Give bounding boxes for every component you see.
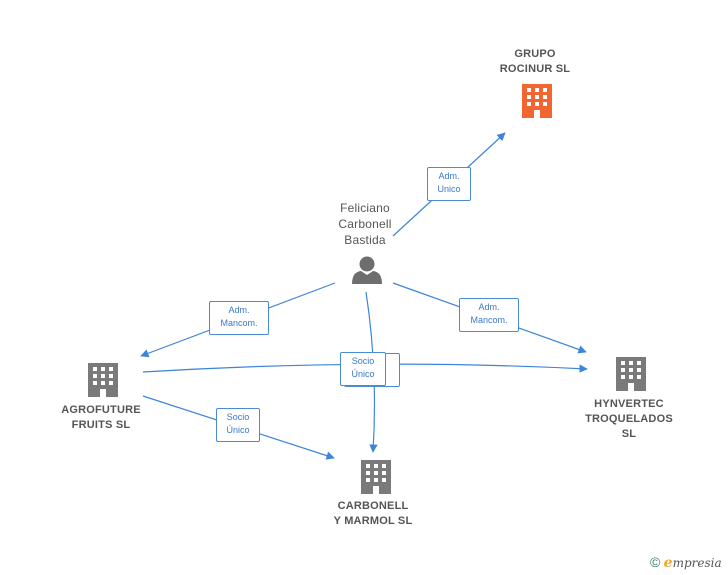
node-hynvertec[interactable]: HYNVERTEC TROQUELADOS SL xyxy=(574,397,684,442)
node-label-line: CARBONELL xyxy=(337,500,409,512)
node-label-line: Carbonell xyxy=(338,217,392,231)
node-carbonell-marmol[interactable]: CARBONELL Y MARMOL SL xyxy=(318,499,428,529)
edge-label-adm-unico[interactable]: Adm. Unico xyxy=(427,167,471,201)
node-label-line: SL xyxy=(621,428,637,440)
edge-label-line: Adm. xyxy=(228,305,250,315)
footer-brand: © empresia xyxy=(650,554,722,571)
edge-label-socio-unico-front[interactable]: Socio Único xyxy=(340,352,386,386)
edge-label-socio-unico-lower[interactable]: Socio Único xyxy=(216,408,260,442)
node-grupo-rocinur[interactable]: GRUPO ROCINUR SL xyxy=(478,47,592,77)
node-agrofuture[interactable]: AGROFUTURE FRUITS SL xyxy=(48,403,154,433)
edge-label-line: Unico xyxy=(437,184,461,194)
edge-label-adm-mancom-right[interactable]: Adm. Mancom. xyxy=(459,298,519,332)
copyright-icon: © xyxy=(650,554,661,570)
agrofuture-building-icon[interactable] xyxy=(88,363,118,397)
node-label-line: Bastida xyxy=(344,233,386,247)
edge-label-line: Adm. xyxy=(478,302,500,312)
carbonell-marmol-building-icon[interactable] xyxy=(361,460,391,494)
node-label-line: Feliciano xyxy=(340,201,390,215)
brand-logo-text: mpresia xyxy=(672,556,722,570)
edge-label-line: Socio xyxy=(351,356,375,366)
node-label-line: AGROFUTURE xyxy=(61,404,141,416)
edge-label-line: Mancom. xyxy=(470,315,508,325)
edge-label-line: Único xyxy=(351,369,375,379)
edge-label-line: Adm. xyxy=(438,171,460,181)
hynvertec-building-icon[interactable] xyxy=(616,357,646,391)
node-label-line: GRUPO xyxy=(514,48,556,60)
grupo-rocinur-building-icon[interactable] xyxy=(522,84,552,118)
node-label-line: HYNVERTEC xyxy=(594,398,664,410)
brand-logo-letter: e xyxy=(663,555,673,571)
node-feliciano[interactable]: Feliciano Carbonell Bastida xyxy=(318,200,412,248)
feliciano-person-icon[interactable] xyxy=(352,256,382,285)
edge-label-line: Único xyxy=(226,425,250,435)
node-label-line: TROQUELADOS xyxy=(585,413,673,425)
edge-label-adm-mancom-left[interactable]: Adm. Mancom. xyxy=(209,301,269,335)
edge-label-line: Socio xyxy=(226,412,250,422)
node-label-line: Y MARMOL SL xyxy=(333,515,413,527)
edge-label-line: Mancom. xyxy=(220,318,258,328)
node-label-line: ROCINUR SL xyxy=(499,63,571,75)
edges xyxy=(140,132,588,460)
node-label-line: FRUITS SL xyxy=(71,419,131,431)
